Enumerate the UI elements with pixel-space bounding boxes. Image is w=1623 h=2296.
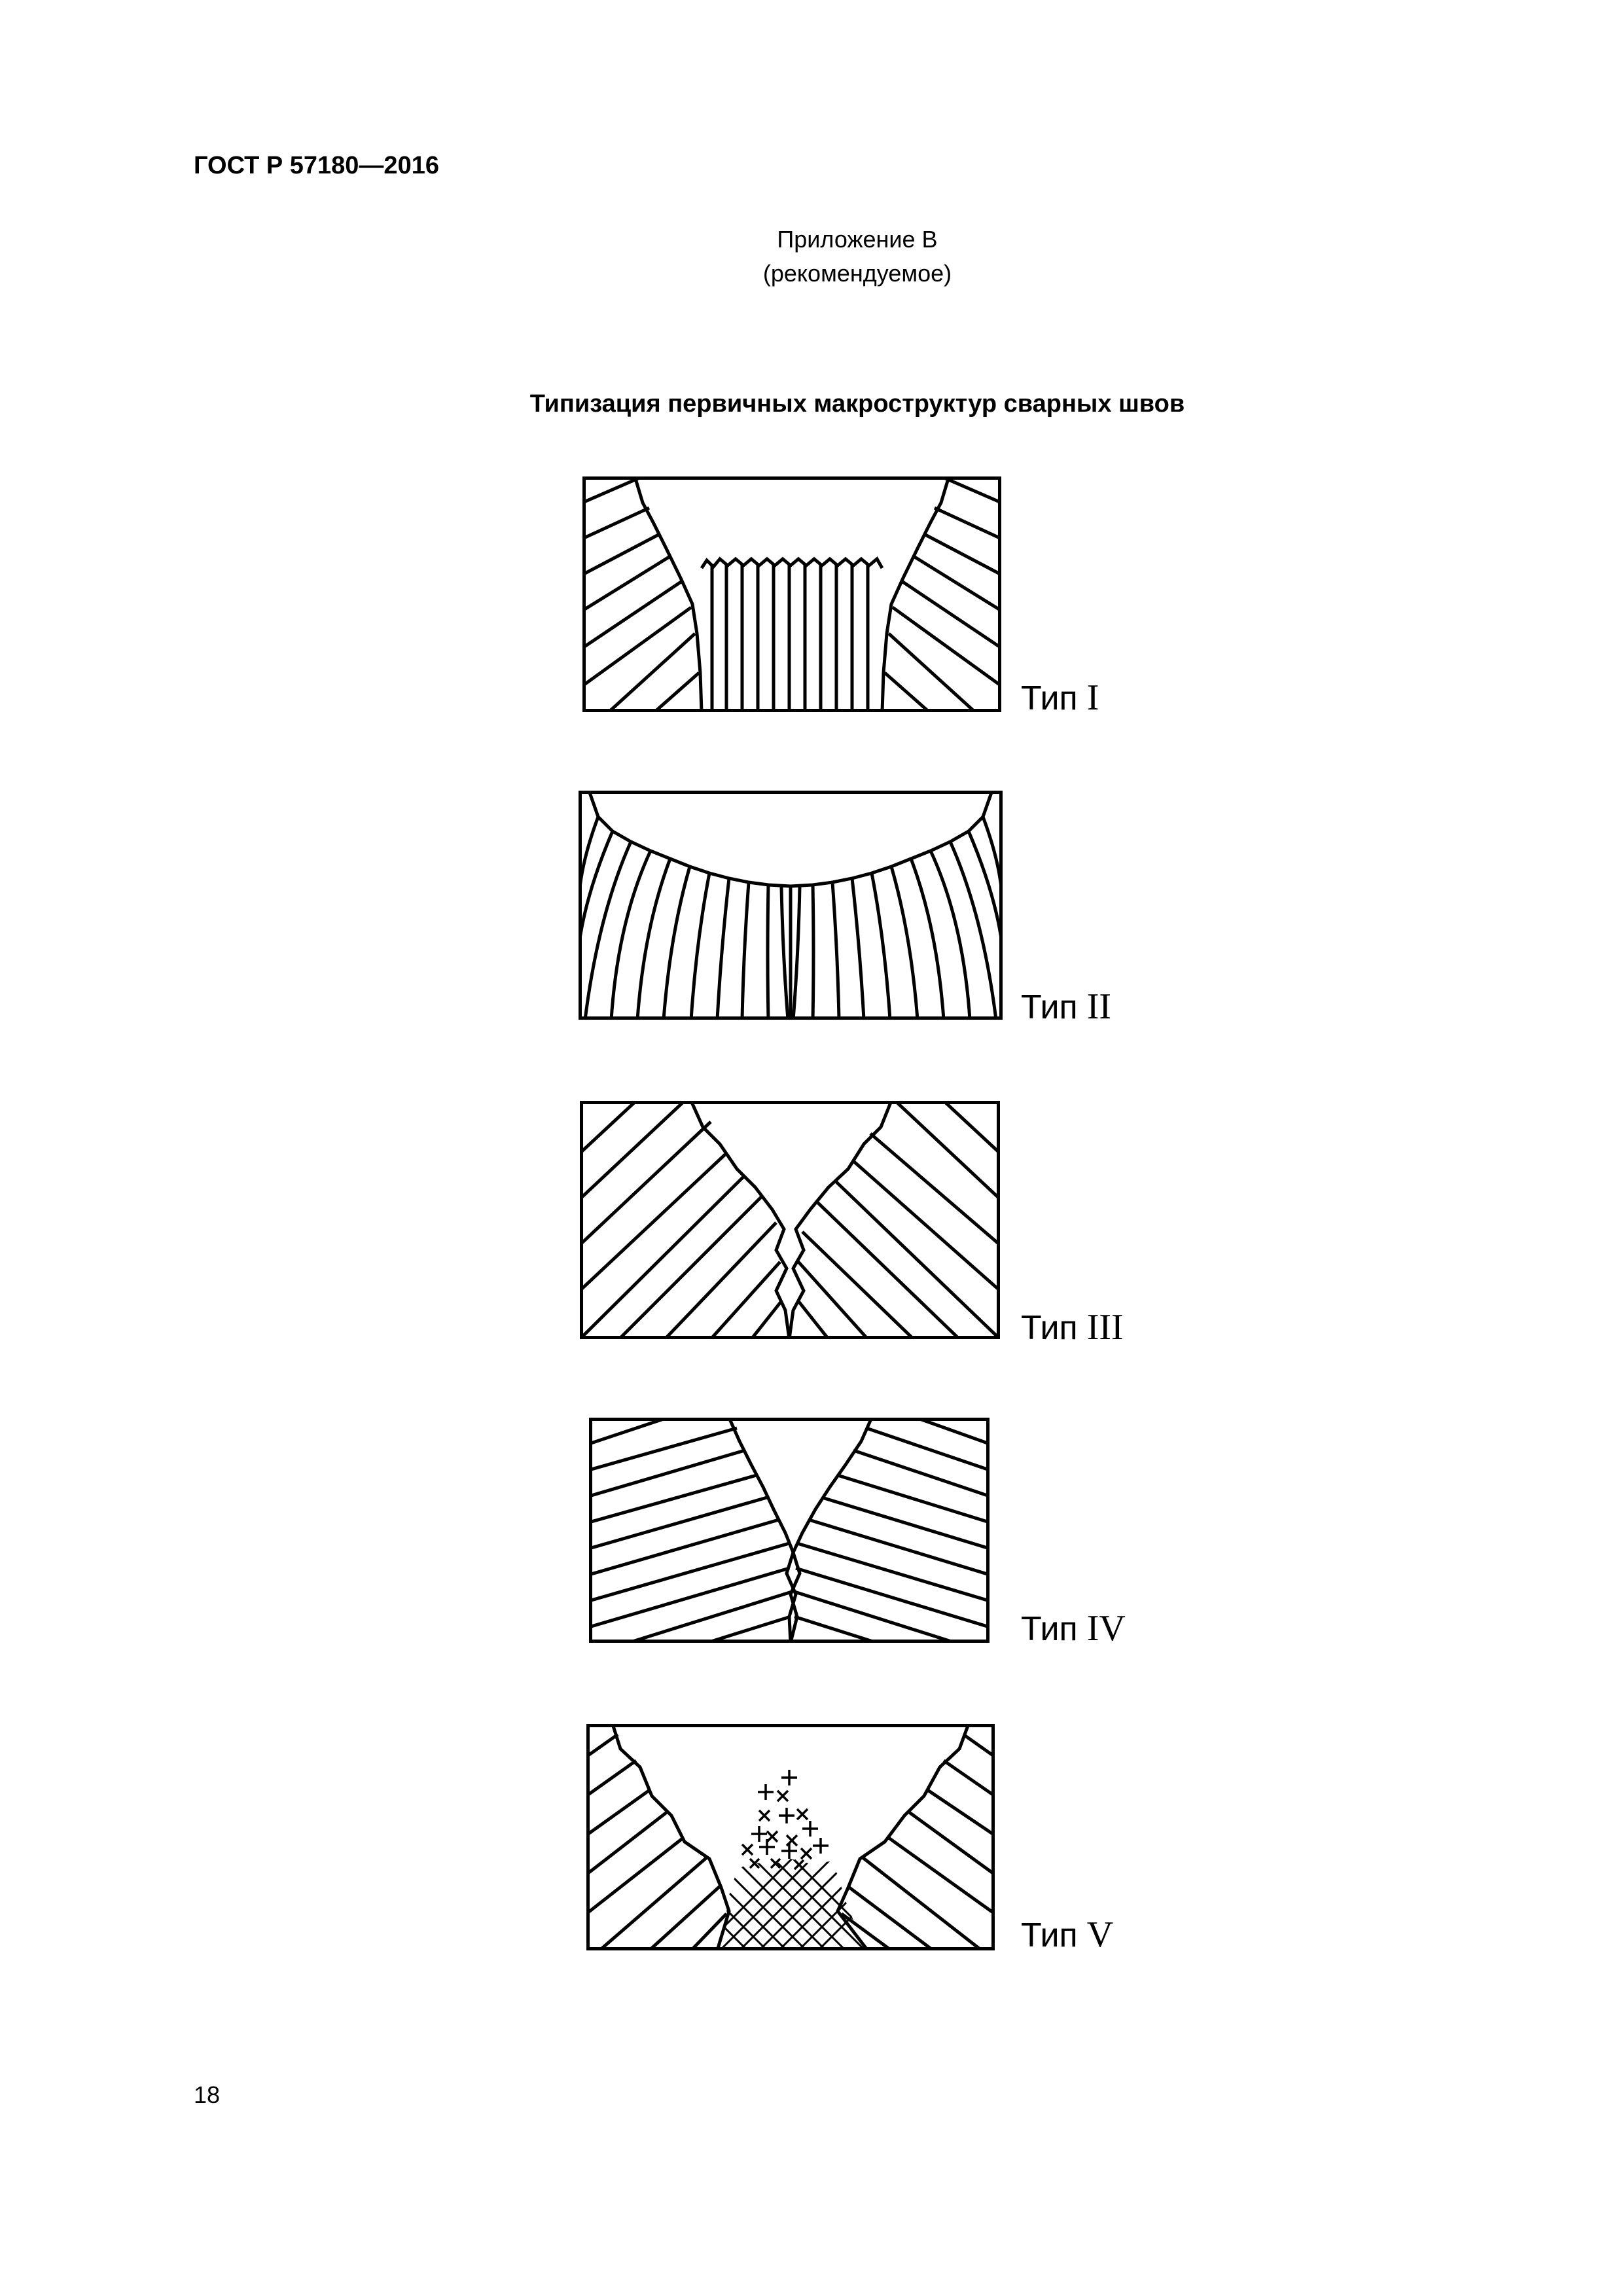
right-grains (883, 476, 1001, 712)
weld-macrostructure-type-2 (579, 791, 1003, 1020)
appendix-title: Приложение В (777, 226, 938, 253)
page-number: 18 (194, 2081, 221, 2108)
type-label-5: Тип V (1021, 1914, 1114, 1955)
left-grains (582, 476, 700, 712)
left-grains (589, 1418, 793, 1643)
weld-diagram-type-5 (586, 1724, 995, 1950)
weld-diagram-type-1 (582, 476, 1001, 712)
weld-diagram-type-4 (589, 1418, 990, 1643)
right-grains (794, 1418, 990, 1643)
weld-macrostructure-type-1 (582, 476, 1001, 712)
figure-title: Типизация первичных макроструктур сварны… (529, 390, 1185, 418)
type-label-3: Тип III (1021, 1307, 1124, 1348)
appendix-heading: Приложение В (рекомендуемое) (0, 223, 1623, 291)
type-label-4: Тип IV (1021, 1608, 1126, 1649)
weld-macrostructure-type-5 (586, 1724, 995, 1950)
central-grains (710, 564, 870, 712)
weld-macrostructure-type-4 (589, 1418, 990, 1643)
right-grains (797, 1101, 1000, 1339)
left-grains (586, 1732, 728, 1950)
weld-diagram-type-3 (580, 1101, 1000, 1339)
equiaxed-markers (741, 1770, 829, 1871)
appendix-status: (рекомендуемое) (762, 260, 952, 287)
weld-macrostructure-type-3 (580, 1101, 1000, 1339)
type-label-1: Тип I (1021, 677, 1099, 718)
left-curved-grains (579, 816, 790, 1020)
left-grains (580, 1101, 783, 1339)
weld-diagram-type-2 (579, 791, 1003, 1020)
right-curved-grains (791, 816, 1003, 1020)
type-label-2: Тип II (1021, 986, 1111, 1027)
document-header: ГОСТ Р 57180—2016 (194, 152, 439, 179)
